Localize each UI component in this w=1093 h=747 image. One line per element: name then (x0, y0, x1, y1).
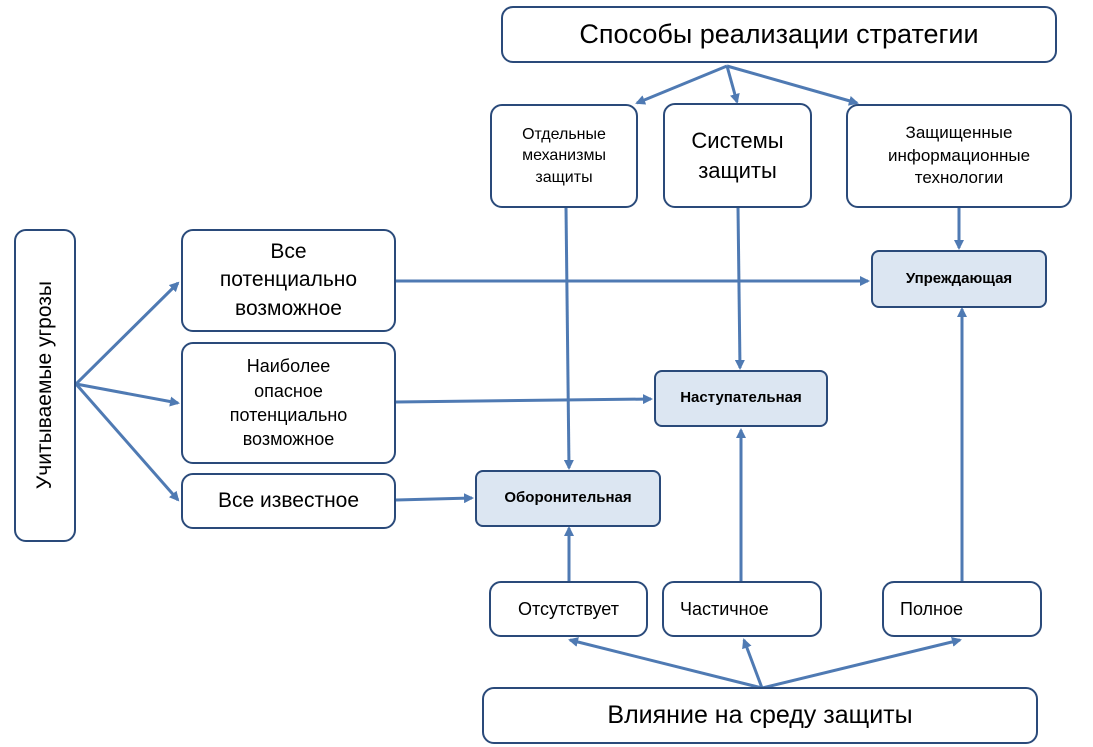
arrow-most-dangerous-to-offensive (395, 394, 653, 405)
influence-partial-label: Частичное (680, 598, 769, 619)
strategy-defensive-box: Оборонительная (475, 470, 661, 527)
strategy-methods-title: Способы реализации стратегии (579, 19, 979, 50)
threats-box: Учитываемые угрозы (14, 229, 76, 542)
strategy-preventive-box: Упреждающая (871, 250, 1047, 308)
arrow-influence-to-absent (568, 637, 763, 690)
arrow-top-to-systems (725, 65, 740, 104)
strategy-preventive-label: Упреждающая (905, 269, 1013, 287)
threat-all-possible-box: Все потенциально возможное (181, 229, 396, 332)
threat-all-known-box: Все известное (181, 473, 396, 529)
threats-label: Учитываемые угрозы (32, 281, 56, 490)
influence-absent-label: Отсутствует (518, 598, 619, 619)
strategy-offensive-box: Наступательная (654, 370, 828, 427)
threat-all-known-label: Все известное (217, 488, 360, 512)
arrow-mechanisms-to-defensive (563, 206, 574, 470)
threat-most-dangerous-label: Наиболее опасное потенциально возможное (229, 356, 348, 450)
influence-partial-box: Частичное (662, 581, 822, 637)
arrow-top-to-mechanisms (635, 64, 728, 105)
arrow-threats-to-most-dangerous (75, 382, 180, 407)
separate-mechanisms-box: Отдельные механизмы защиты (490, 104, 638, 208)
influence-full-box: Полное (882, 581, 1042, 637)
arrow-influence-to-full (761, 637, 962, 690)
environment-influence-box: Влияние на среду защиты (482, 687, 1038, 744)
secure-technologies-box: Защищенные информационные технологии (846, 104, 1072, 208)
arrow-systems-to-offensive (734, 206, 745, 370)
arrow-all-known-to-defensive (395, 493, 474, 504)
arrow-top-to-technologies (726, 64, 859, 106)
environment-influence-title: Влияние на среду защиты (607, 700, 913, 729)
arrow-threats-to-all-known (74, 383, 180, 502)
threat-all-possible-label: Все потенциально возможное (219, 239, 358, 320)
threat-most-dangerous-box: Наиболее опасное потенциально возможное (181, 342, 396, 464)
influence-absent-box: Отсутствует (489, 581, 648, 637)
strategy-methods-box: Способы реализации стратегии (501, 6, 1057, 63)
strategy-offensive-label: Наступательная (680, 389, 802, 407)
arrow-influence-to-partial (742, 638, 764, 689)
influence-full-label: Полное (900, 598, 964, 619)
separate-mechanisms-label: Отдельные механизмы защиты (522, 125, 606, 186)
protection-systems-box: Системы защиты (663, 103, 812, 208)
protection-systems-label: Системы защиты (691, 127, 784, 183)
strategy-defensive-label: Оборонительная (504, 489, 632, 507)
arrow-threats-to-all-possible (74, 281, 180, 386)
secure-technologies-label: Защищенные информационные технологии (887, 122, 1031, 188)
